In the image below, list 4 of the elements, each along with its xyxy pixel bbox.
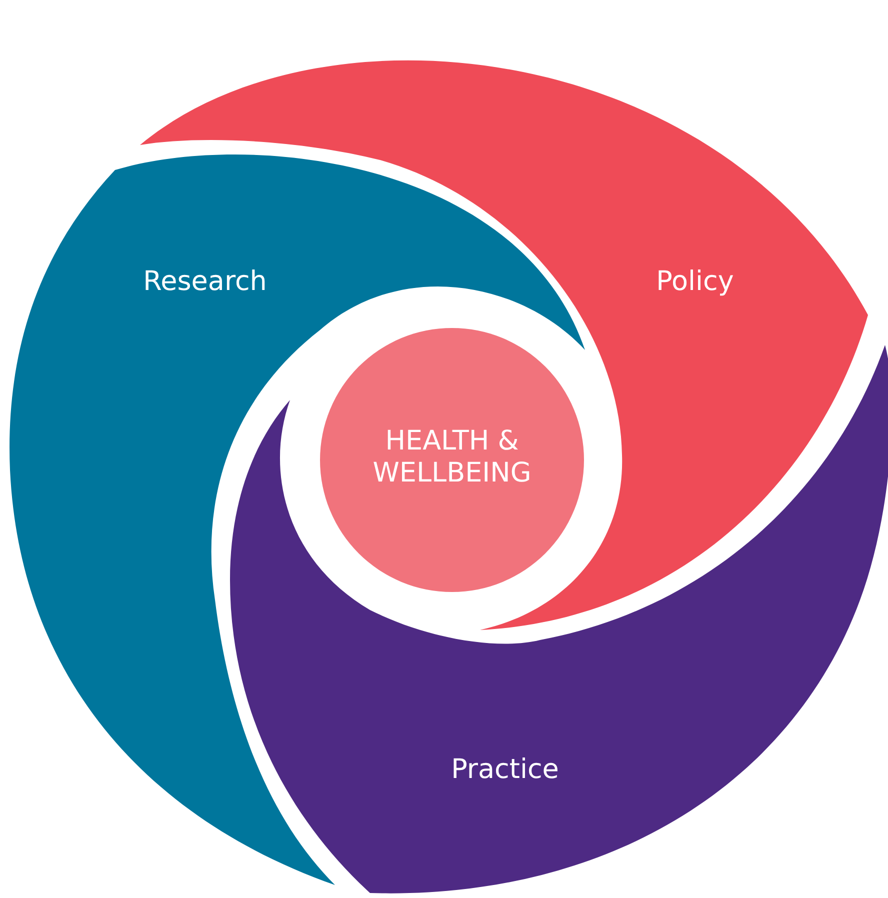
segment-label: Research xyxy=(142,266,268,298)
segment-label: Practice xyxy=(450,754,560,786)
segment-label: Policy xyxy=(655,266,735,298)
center-label: HEALTH & WELLBEING xyxy=(372,426,532,490)
